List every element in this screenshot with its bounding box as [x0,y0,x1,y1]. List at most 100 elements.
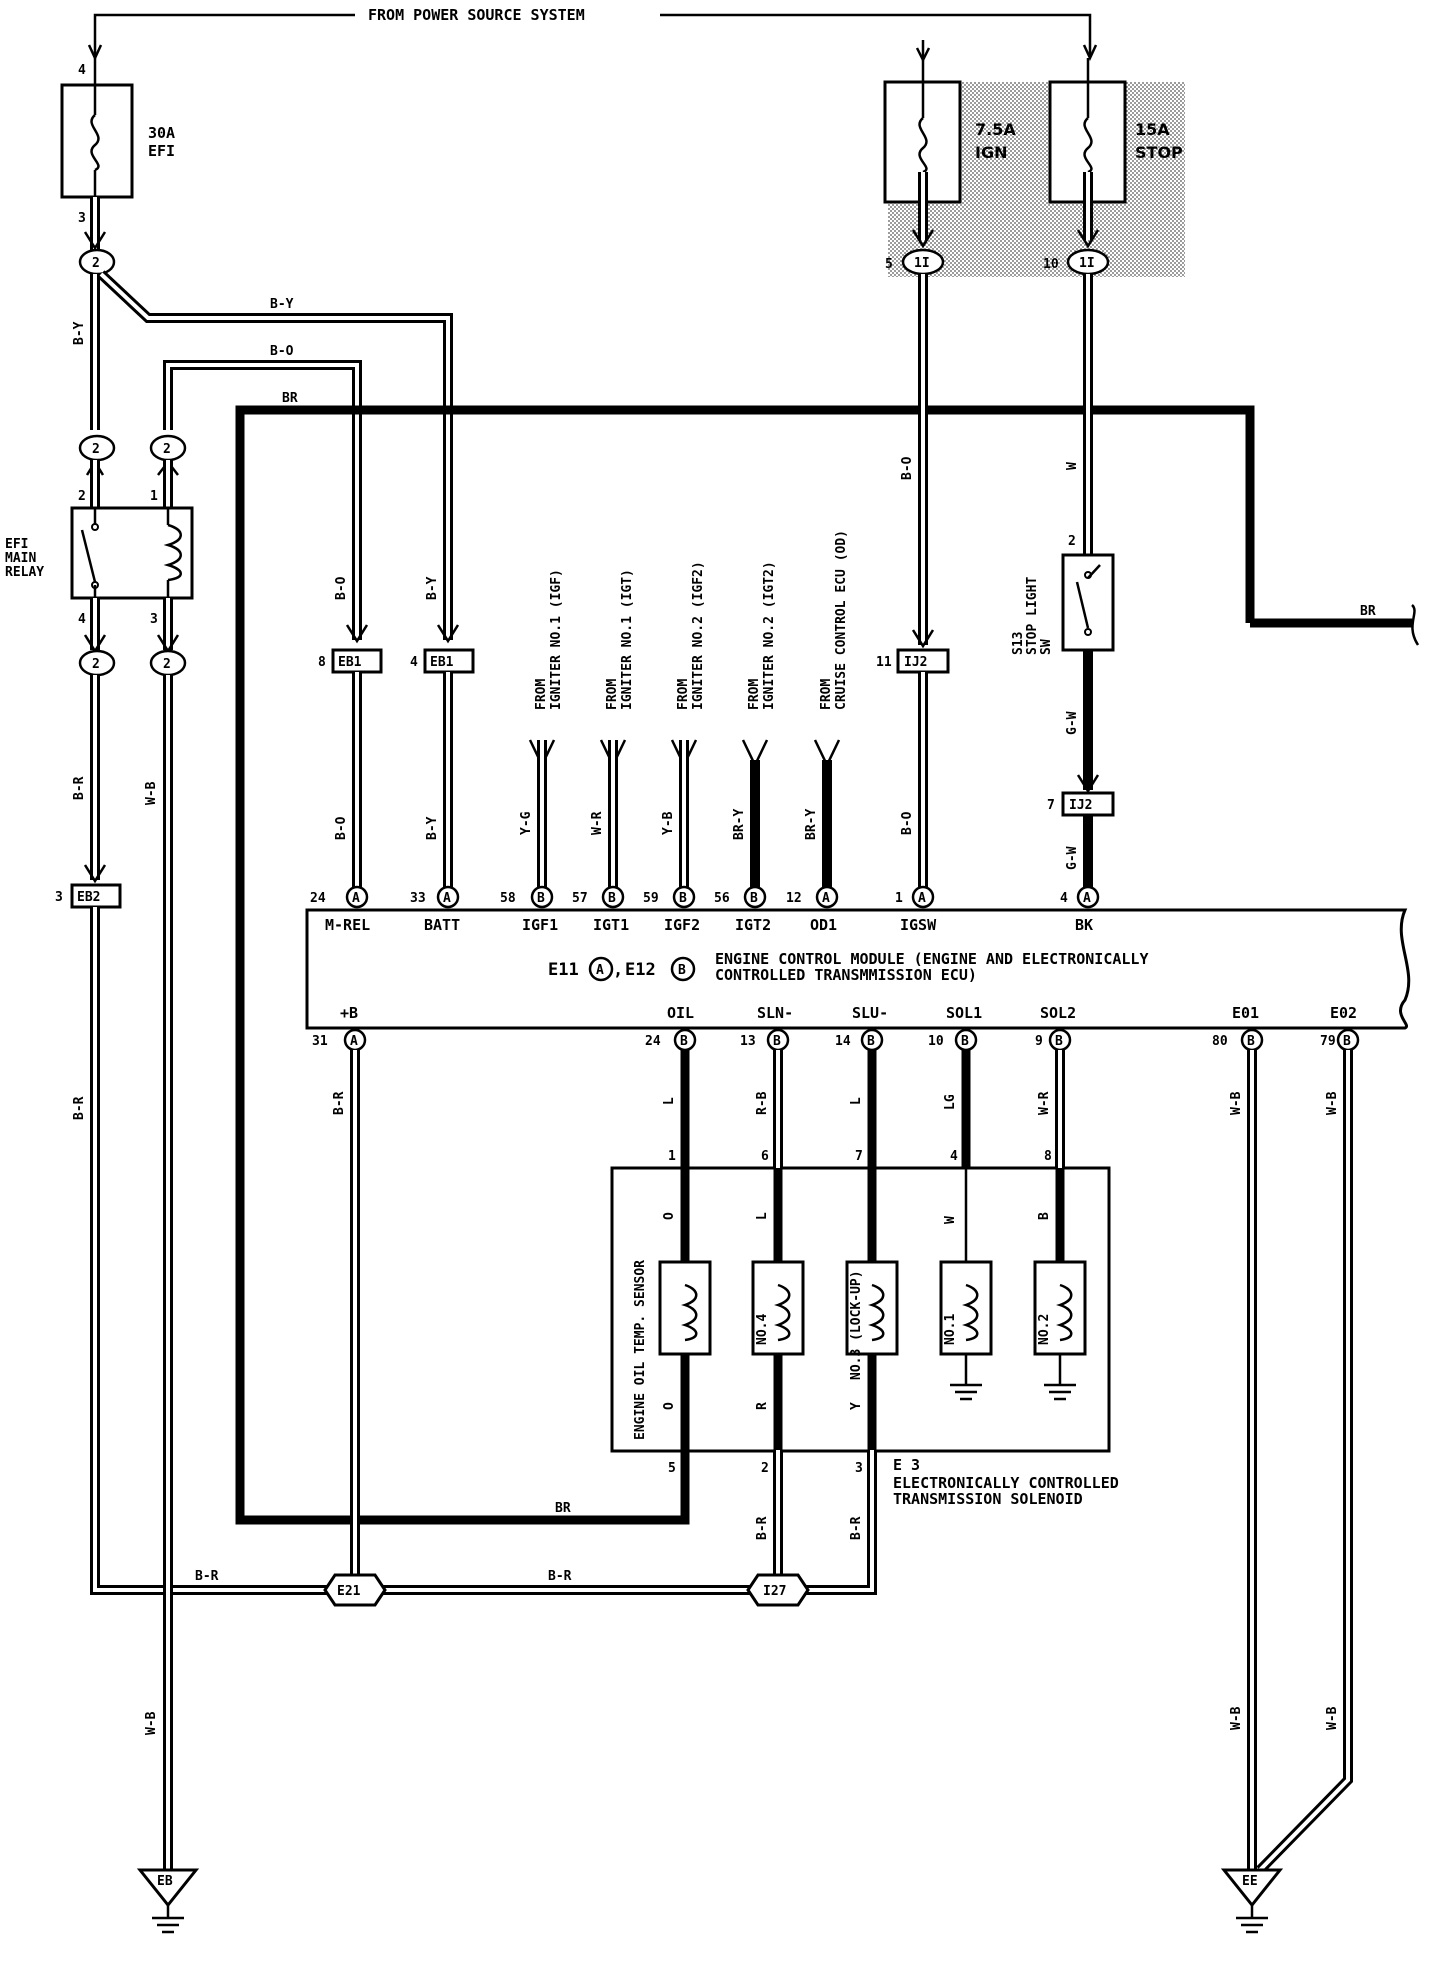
ecm-pin-slu: 14 [835,1034,851,1049]
stop-switch-pin-2: 2 [1068,534,1076,549]
sol-pin-6: 6 [761,1149,769,1164]
pin-4: 4 [410,655,418,670]
relay-junction-in-1: 2 [92,442,100,457]
wire-bo-label-ign: B-O [900,456,915,480]
coil-no2 [1033,1260,1087,1401]
ecm-label-e01: E01 [1232,1004,1259,1022]
pin-8: 8 [318,655,326,670]
input-igt1: FROM IGNITER NO.1 (IGT) W-R [590,569,635,893]
ecm-pin-mrel: 24 [310,891,326,906]
ecm-pin-sol1: 10 [928,1034,944,1049]
ecm-conn-sln: B [773,1034,781,1049]
ecm-pin-bk: 4 [1060,891,1068,906]
ecm-pin-igsw: 1 [895,891,903,906]
efi-fuse-name: EFI [148,142,175,160]
wire-lg-sol1: LG [943,1094,958,1110]
sol-pin-1: 1 [668,1149,676,1164]
sol-pin-5: 5 [668,1461,676,1476]
ecm-pin-sol2: 9 [1035,1034,1043,1049]
ecm-conn-bk: A [1083,891,1091,906]
wire-br-loop: BR BR BR [235,391,1420,1525]
connector-ij2-a: IJ2 [904,655,927,670]
wire-wb-label-2: W-B [144,1711,159,1735]
ecm-conn-igt2: B [750,891,758,906]
relay-label-3: RELAY [5,565,44,580]
ecm-pin-igt2: 56 [714,891,730,906]
ecm-label-e02: E02 [1330,1004,1357,1022]
input-src-4: IGNITER NO.2 (IGT2) [762,561,777,710]
ecm-conn-igt1: B [608,891,616,906]
input-src-3: IGNITER NO.2 (IGF2) [691,561,706,710]
coil-no3 [845,1260,899,1356]
efi-fuse-rating: 30A [148,124,175,142]
junction-2-top: 2 [92,256,100,271]
junction-1i-ign: 1I [914,256,930,271]
ecm-title-2: CONTROLLED TRANSMMISSION ECU) [715,966,977,984]
junction-1i-stop: 1I [1079,256,1095,271]
wire-br-label-bottom: BR [555,1501,571,1516]
ecm-pin-igf2: 59 [643,891,659,906]
ecm-title-1: ENGINE CONTROL MODULE (ENGINE AND ELECTR… [715,950,1148,968]
ecm-label-igsw: IGSW [900,916,937,934]
ecm-pin-od1: 12 [786,891,802,906]
ign-stop-fuse-block: 7.5A IGN 15A STOP [883,40,1185,277]
ecm-label-sol1: SOL1 [946,1004,982,1022]
ecm-conn-mrel: A [352,891,360,906]
pin-11: 11 [876,655,892,670]
input-from-5: FROM [819,679,834,710]
efi-fuse-pin-out: 3 [78,211,86,226]
junction-connectors: 2 1I 5 1I 10 [78,197,1110,276]
ecm-pin-oil: 24 [645,1034,661,1049]
wire-rb-sln: R-B [755,1091,770,1115]
wire-br-label-plusb: B-R [332,1091,347,1115]
coil-label-no3: NO.3 (LOCK-UP) [849,1270,864,1380]
ecm-id-e11: E11 [548,960,579,980]
wire-br-sol2: B-R [755,1516,770,1540]
wire-r-bottom: R [755,1402,770,1410]
input-igt2: FROM IGNITER NO.2 (IGT2) BR-Y [732,561,777,893]
relay-pin-3: 3 [150,612,158,627]
ecm-label-oil: OIL [667,1004,694,1022]
ecm-conn-slu: B [867,1034,875,1049]
stop-switch-id: S13 [1011,632,1026,655]
relay-junction-out-2: 2 [163,657,171,672]
wire-l-sol4: L [755,1212,770,1220]
ign-fuse-name: IGN [975,143,1007,162]
wire-by-label-ecm: B-Y [425,816,440,840]
wire-l-slu: L [849,1097,864,1105]
ecm-id-conn-b: B [678,963,686,978]
wire-by-label-top: B-Y [270,297,294,312]
stop-switch-label-2: SW [1039,639,1054,655]
pin-10: 10 [1043,257,1059,272]
solenoid-block: L R-B L LG W-R 1 6 7 4 8 O L W B ENGINE … [610,1050,1119,1508]
ecm-pin-batt: 33 [410,891,426,906]
wire-br-label-top: BR [282,391,298,406]
wire-wr-sol2: W-R [1037,1091,1052,1115]
ecm-label-igf1: IGF1 [522,916,558,934]
wire-wb-e02-low: W-B [1325,1706,1340,1730]
wire-br-label-left2: B-R [72,1096,87,1120]
connector-eb1-a: EB1 [338,655,362,670]
ecm-conn-plusb: A [350,1034,358,1049]
coil-label-no2: NO.2 [1037,1314,1052,1345]
efi-fuse-pin-in: 4 [78,63,86,78]
ecm-label-mrel: M-REL [325,916,370,934]
relay-pin-4: 4 [78,612,86,627]
pin-7: 7 [1047,798,1055,813]
left-downlines: B-R EB2 3 B-R B-R W-B W-B EB [55,675,350,1934]
wire-bo-label-igsw: B-O [900,811,915,835]
connector-eb1-b: EB1 [430,655,454,670]
wire-yg: Y-G [519,811,534,835]
pin-5: 5 [885,257,893,272]
ecm-module: M-REL BATT IGF1 IGT1 IGF2 IGT2 OD1 IGSW … [305,908,1411,1030]
ign-fuse-rating: 7.5A [975,120,1016,139]
wire-bo-label-top: B-O [270,344,294,359]
input-src-1: IGNITER NO.1 (IGF) [549,569,564,710]
ecm-label-igf2: IGF2 [664,916,700,934]
relay-junction-out-1: 2 [92,657,100,672]
ecm-conn-e01: B [1247,1034,1255,1049]
wire-bo-label-eb1: B-O [334,576,349,600]
wire-gw-label-1: G-W [1065,711,1080,735]
